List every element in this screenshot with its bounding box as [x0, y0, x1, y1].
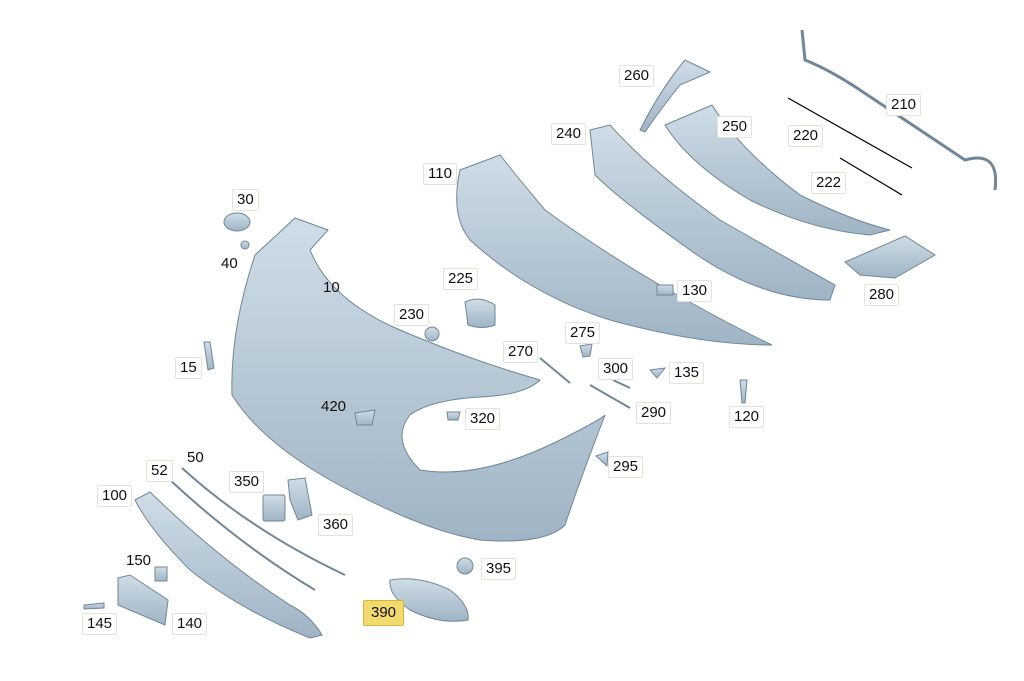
trim-strip-270-part [539, 357, 571, 384]
clip-130-part [656, 284, 674, 296]
callout-350[interactable]: 350 [229, 471, 265, 493]
trim-strip-50-part [181, 467, 346, 576]
callout-225[interactable]: 225 [443, 268, 479, 290]
strip-222-part [839, 157, 903, 196]
callout-15[interactable]: 15 [175, 357, 202, 379]
callout-295[interactable]: 295 [608, 456, 644, 478]
callout-30[interactable]: 30 [232, 189, 259, 211]
clip-135-part [649, 367, 667, 379]
callout-360[interactable]: 360 [318, 514, 354, 536]
callout-145[interactable]: 145 [82, 613, 118, 635]
ring-230-part [424, 326, 440, 342]
callout-52[interactable]: 52 [146, 460, 173, 482]
sensor-225-part [464, 298, 496, 328]
callout-280[interactable]: 280 [864, 284, 900, 306]
strip-300-part [612, 379, 631, 389]
bracket-280-part [844, 235, 936, 279]
license-bracket-part [117, 574, 169, 626]
callout-135[interactable]: 135 [669, 362, 705, 384]
callout-150[interactable]: 150 [126, 552, 152, 569]
impact-absorber-part [589, 124, 836, 301]
bracket-260-part [639, 59, 712, 133]
callout-100[interactable]: 100 [97, 485, 133, 507]
callout-110[interactable]: 110 [423, 163, 457, 185]
bracket-420-part [354, 409, 376, 426]
clip-275-part [579, 343, 593, 358]
bracket-360-part [287, 477, 313, 521]
callout-275[interactable]: 275 [565, 322, 601, 344]
underbody-panel-part [456, 154, 773, 346]
callout-240[interactable]: 240 [551, 123, 587, 145]
callout-270[interactable]: 270 [503, 341, 539, 363]
callout-210[interactable]: 210 [886, 94, 922, 116]
callout-290[interactable]: 290 [636, 402, 672, 424]
callout-130[interactable]: 130 [677, 280, 713, 302]
strip-220-part [787, 97, 913, 169]
lower-grille-part [134, 491, 323, 639]
callout-50[interactable]: 50 [187, 449, 204, 466]
callout-260[interactable]: 260 [619, 65, 655, 87]
callout-395[interactable]: 395 [481, 558, 517, 580]
clip-320-part [446, 411, 461, 421]
callout-120[interactable]: 120 [729, 406, 765, 428]
sensor-350-part [262, 494, 286, 522]
callout-40[interactable]: 40 [221, 255, 238, 272]
callout-250[interactable]: 250 [717, 116, 753, 138]
clip-150-part [154, 566, 168, 582]
callout-230[interactable]: 230 [394, 304, 430, 326]
bolt-145-part [83, 602, 105, 610]
trim-strip-52-part [169, 479, 316, 591]
callout-300[interactable]: 300 [598, 358, 634, 380]
bumper-cover-part [231, 217, 606, 542]
callout-390[interactable]: 390 [363, 600, 405, 626]
emblem-30-part [223, 212, 251, 232]
clip-120-part [739, 379, 748, 404]
wiring-harness-part [800, 29, 998, 191]
callout-222[interactable]: 222 [811, 172, 847, 194]
callout-10[interactable]: 10 [323, 279, 340, 296]
callout-420[interactable]: 420 [321, 398, 347, 415]
clip-15-part [203, 341, 215, 371]
trim-strip-290-part [589, 384, 631, 409]
clip-40-part [240, 240, 250, 250]
ring-395-part [456, 557, 474, 575]
clip-295-part [595, 451, 609, 468]
callout-220[interactable]: 220 [788, 125, 824, 147]
callout-320[interactable]: 320 [465, 408, 501, 430]
callout-140[interactable]: 140 [172, 613, 208, 635]
